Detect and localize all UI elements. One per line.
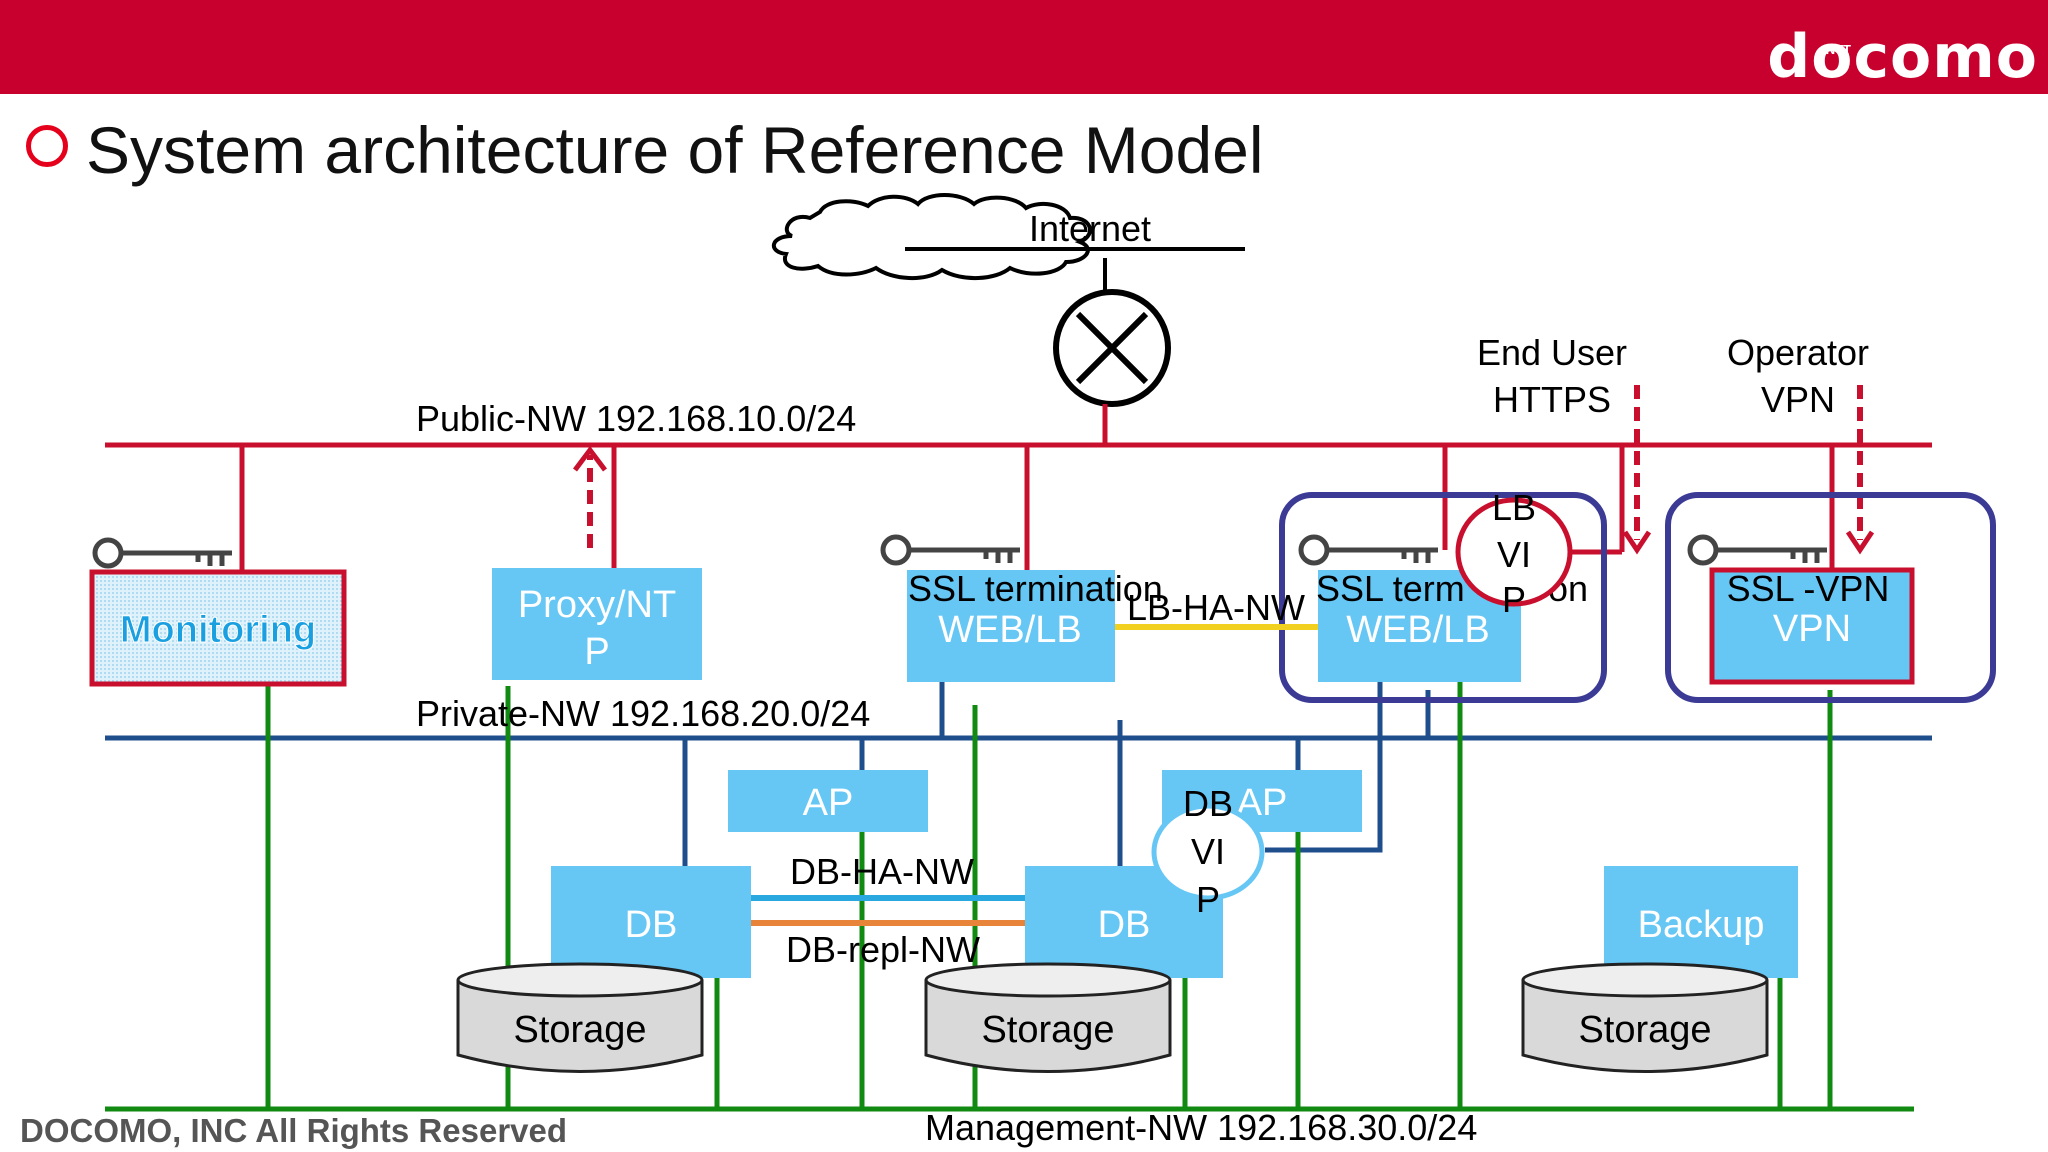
storage-3: Storage: [1521, 962, 1769, 1073]
db-ha-label: DB-HA-NW: [790, 851, 974, 892]
db-vip: DB VI P: [1151, 783, 1265, 920]
internet-label: Internet: [1029, 208, 1151, 249]
top-banner: [0, 0, 2048, 94]
lb-vip-line2: VI: [1497, 534, 1531, 575]
internet-cloud: Internet: [772, 193, 1245, 281]
db-vip-line2: VI: [1191, 831, 1225, 872]
lb-ha-group: [1279, 492, 1607, 703]
private-nw-label: Private-NW 192.168.20.0/24: [416, 693, 870, 734]
ap-node-1: AP: [728, 770, 928, 832]
lb-vip-line3: P: [1502, 579, 1526, 620]
backup-node: Backup: [1604, 866, 1798, 978]
proxy-ntp-node: Proxy/NT P: [492, 568, 702, 680]
vpn-label-line2: VPN: [1773, 608, 1851, 650]
ssl2-label-line1: SSL term: [1316, 568, 1465, 609]
ssl1-label-line1: SSL termination: [908, 568, 1163, 609]
router-icon: [1053, 258, 1171, 445]
private-network: [105, 648, 1932, 866]
public-nw-label: Public-NW 192.168.10.0/24: [416, 398, 856, 439]
ssl-web-lb-node-1: SSL termination WEB/LB: [907, 568, 1163, 682]
ssl1-label-line2: WEB/LB: [938, 609, 1082, 651]
access-arrows: End User HTTPS Operator VPN: [1477, 332, 1875, 555]
key-icon: [880, 534, 1020, 566]
storage1-label: Storage: [513, 1009, 646, 1051]
ssl-vpn-node: SSL -VPN VPN: [1709, 567, 1915, 685]
docomo-logo: docomo: [1767, 22, 2038, 92]
operator-label: Operator: [1727, 332, 1869, 373]
db-repl-label: DB-repl-NW: [786, 929, 980, 970]
title-bullet-circle-icon: [26, 125, 68, 167]
vpn-access-label: VPN: [1761, 379, 1835, 420]
key-icon: [1298, 534, 1438, 566]
management-nw-label: Management-NW 192.168.30.0/24: [925, 1107, 1477, 1148]
proxy-label-line1: Proxy/NT: [518, 584, 676, 626]
ssl-web-lb-node-2: SSL term on WEB/LB: [1316, 568, 1588, 682]
monitoring-label: Monitoring: [120, 609, 316, 651]
logo-ntt-mark: NTT: [1825, 42, 1851, 57]
lb-vip-line1: LB: [1492, 487, 1536, 528]
db-vip-line3: P: [1196, 879, 1220, 920]
key-icon: [92, 537, 232, 569]
monitoring-node: Monitoring: [89, 569, 347, 687]
public-network: Public-NW 192.168.10.0/24: [105, 398, 1932, 570]
end-user-label: End User: [1477, 332, 1627, 373]
page-title: System architecture of Reference Model: [86, 113, 1264, 187]
lb-ha-label: LB-HA-NW: [1127, 587, 1305, 628]
lb-vip: LB VI P: [1455, 487, 1573, 620]
vpn-label-line1: SSL -VPN: [1727, 568, 1890, 609]
proxy-label-line2: P: [584, 631, 609, 673]
db1-label: DB: [625, 904, 678, 946]
db-vip-line1: DB: [1183, 783, 1233, 824]
storage2-label: Storage: [981, 1009, 1114, 1051]
key-icon: [1687, 534, 1827, 566]
storage3-label: Storage: [1578, 1009, 1711, 1051]
ap1-label: AP: [803, 782, 854, 824]
management-network: Management-NW 192.168.30.0/24: [105, 672, 1914, 1148]
db-node-1: DB: [551, 866, 751, 978]
copyright-footer: DOCOMO, INC All Rights Reserved: [20, 1112, 568, 1149]
ssl2-label-line2: WEB/LB: [1346, 609, 1490, 651]
https-label: HTTPS: [1493, 379, 1611, 420]
vpn-group: [1665, 492, 1996, 703]
backup-label: Backup: [1638, 904, 1765, 946]
storage-2: Storage: [924, 962, 1172, 1073]
storage-1: Storage: [456, 962, 704, 1073]
db2-label: DB: [1098, 904, 1151, 946]
